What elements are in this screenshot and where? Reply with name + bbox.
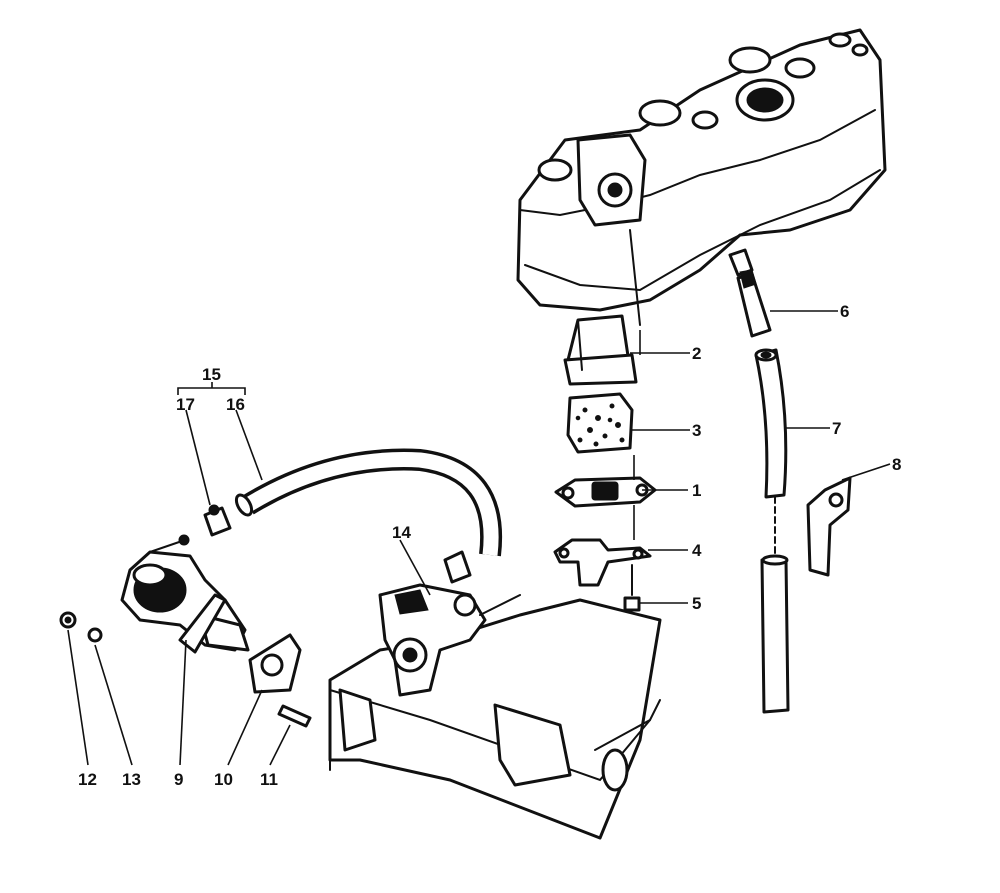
- crankcase-hose: [234, 448, 503, 557]
- valve-cover: [516, 28, 887, 326]
- engine-block: [328, 598, 662, 840]
- callout-13: 13: [122, 770, 141, 789]
- flange-gasket: [248, 633, 302, 694]
- callout-14: 14: [392, 523, 411, 542]
- callout-16: 16: [226, 395, 245, 414]
- bracket-clip: [806, 476, 852, 577]
- short-hose: [736, 269, 772, 338]
- nut: [59, 611, 77, 629]
- callout-2: 2: [692, 344, 701, 363]
- callout-10: 10: [214, 770, 233, 789]
- screw: [623, 564, 641, 612]
- callout-12: 12: [78, 770, 97, 789]
- drain-tube: [754, 348, 790, 714]
- callout-15: 15: [202, 365, 221, 384]
- callout-8: 8: [892, 455, 901, 474]
- washer: [87, 627, 103, 643]
- gasket-plate: [554, 476, 657, 508]
- pcv-valve: [120, 534, 250, 654]
- stud-bolt: [277, 704, 312, 728]
- pump-fitting: [378, 550, 521, 697]
- retaining-plate: [553, 538, 652, 587]
- callout-17: 17: [176, 395, 195, 414]
- callout-4: 4: [692, 541, 702, 560]
- callout-labels: 1 2 3 4 5 6 7 8 9 10 11 12 13 14 15 16 1…: [78, 302, 901, 789]
- hose-clamp: [203, 504, 232, 537]
- leader-lines: [67, 310, 891, 766]
- callout-3: 3: [692, 421, 701, 440]
- callout-9: 9: [174, 770, 183, 789]
- breather-housing: [563, 314, 638, 386]
- callout-6: 6: [840, 302, 849, 321]
- callout-7: 7: [832, 419, 841, 438]
- callout-5: 5: [692, 594, 701, 613]
- callout-11: 11: [260, 770, 278, 789]
- callout-1: 1: [692, 481, 701, 500]
- filter-element: [566, 392, 634, 454]
